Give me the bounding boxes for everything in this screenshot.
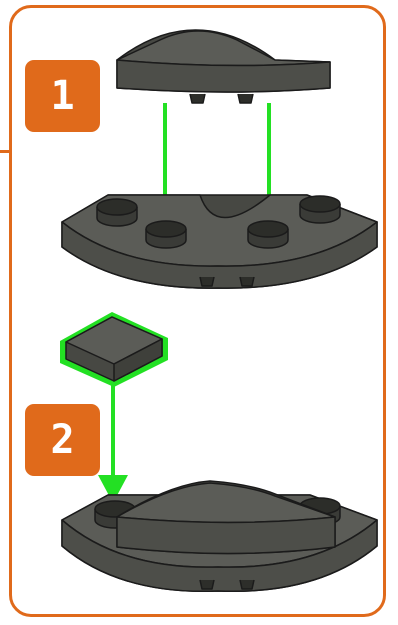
stud [145, 220, 187, 249]
stud [299, 195, 341, 224]
step-1-badge: 1 [25, 60, 100, 132]
instruction-frame [9, 5, 386, 617]
step-2-number: 2 [50, 417, 75, 463]
tile-highlighted [60, 312, 168, 387]
curved-piece-assembled [116, 480, 336, 555]
step-2-badge: 2 [25, 404, 100, 476]
curved-piece-top [116, 29, 331, 104]
stud [96, 198, 138, 227]
stud [247, 220, 289, 249]
step-1-number: 1 [50, 73, 75, 119]
arrow-down-tile [98, 382, 128, 503]
base-plate-step-1 [61, 194, 378, 289]
frame-lead-line [0, 150, 12, 153]
